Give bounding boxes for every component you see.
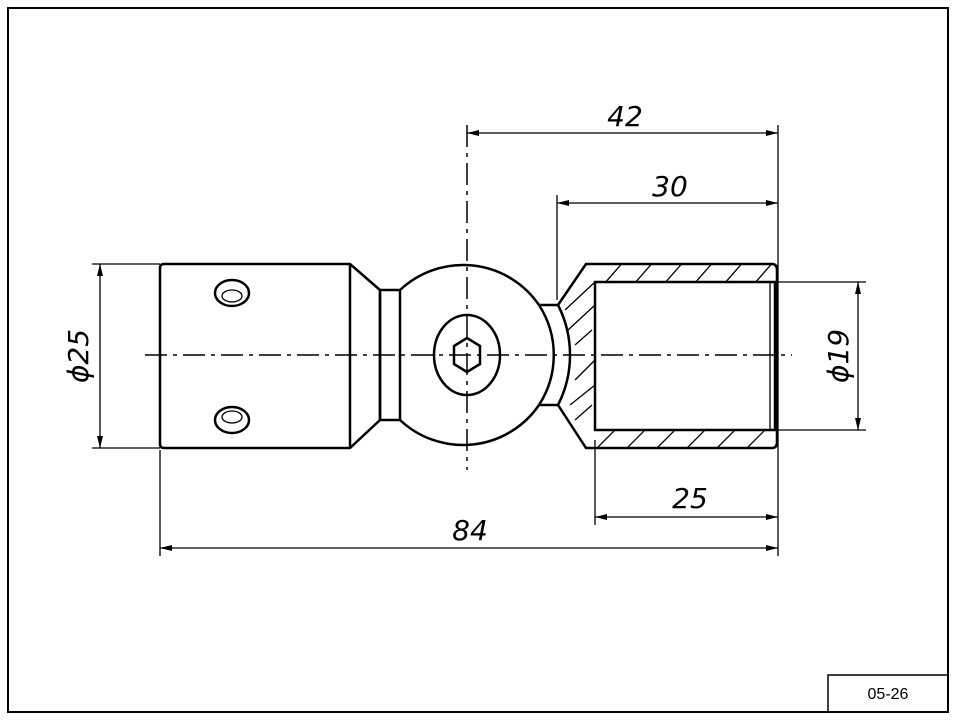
ball-joint [399,263,572,447]
set-screw-hole-icon [213,278,251,308]
dimension-84: 84 [160,514,778,551]
dimension-text: 84 [452,514,488,547]
hex-socket-icon [452,336,482,374]
dimension-diameter-25: ϕ25 [62,264,103,448]
dimension-25-depth: 25 [595,482,778,520]
dimension-diameter-19: ϕ19 [822,282,861,430]
title-block: 05-26 [827,674,949,713]
dimension-text: ϕ19 [822,329,855,383]
dimension-text: 30 [652,170,688,203]
right-tube-section [556,262,779,450]
dimension-text: 42 [607,100,643,133]
dimension-text: 25 [672,482,708,515]
extension-lines [92,125,866,556]
sheet-border [7,7,949,713]
dimension-42: 42 [467,100,778,136]
socket-bore [432,313,502,397]
dimension-30: 30 [557,170,778,206]
sheet-number: 05-26 [868,686,909,703]
left-cylinder [158,262,402,450]
set-screw-hole-icon [213,405,251,435]
dimension-text: ϕ25 [62,329,95,383]
